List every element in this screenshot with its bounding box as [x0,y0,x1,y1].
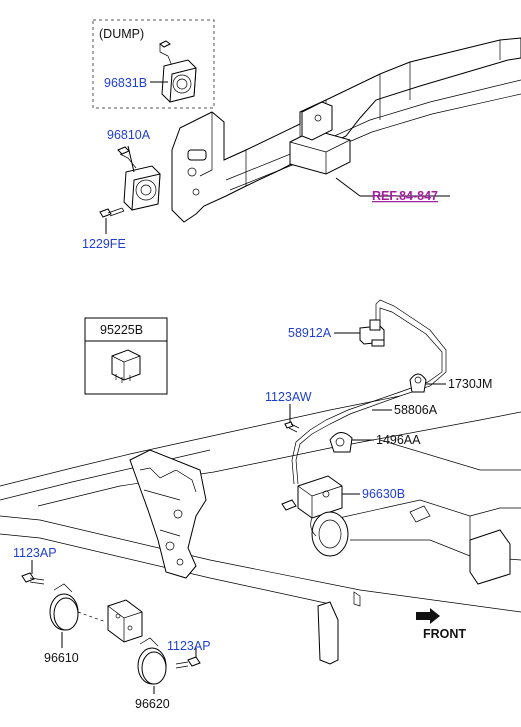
small-horn-bracket [107,599,143,643]
frame-rail-top [171,37,521,223]
part-96620-drawing [137,637,167,685]
horn-mount-bracket [129,449,207,579]
part-96610-drawing [49,583,107,631]
part-96831B[interactable]: 96831B [104,76,147,90]
front-label: FRONT [423,627,466,641]
part-96810A-drawing [117,146,161,211]
frame-rail-bottom [0,395,521,665]
part-1730JM[interactable]: 1730JM [448,377,492,391]
part-95225B[interactable]: 95225B [100,323,143,337]
part-96831B-drawing [159,40,197,103]
part-96630B-drawing [281,475,349,557]
part-1229FE-drawing [99,207,125,218]
part-1123AP-right-drawing [175,656,201,669]
part-96620[interactable]: 96620 [135,697,170,711]
part-1123AP-left[interactable]: 1123AP [13,546,57,560]
part-58912A[interactable]: 58912A [288,326,332,340]
part-96610[interactable]: 96610 [44,651,79,665]
dump-label: (DUMP) [99,27,144,41]
dump-option-box: (DUMP) [92,19,215,109]
part-96630B[interactable]: 96630B [362,487,405,501]
part-1123AW[interactable]: 1123AW [265,390,312,404]
part-1496AA[interactable]: 1496AA [376,433,421,447]
part-1229FE[interactable]: 1229FE [82,237,126,251]
relay-box: 95225B [84,317,168,395]
part-1123AP-left-drawing [21,572,45,585]
front-arrow-icon [416,608,440,624]
part-58806A[interactable]: 58806A [394,403,438,417]
ref-84-847[interactable]: REF.84-847 [372,189,438,203]
part-96810A[interactable]: 96810A [107,128,151,142]
part-1496AA-drawing [329,432,353,453]
part-1123AP-right[interactable]: 1123AP [167,639,211,653]
part-1730JM-drawing [409,373,427,393]
part-1123AW-drawing [284,421,300,433]
part-58912A-drawing [359,319,385,347]
